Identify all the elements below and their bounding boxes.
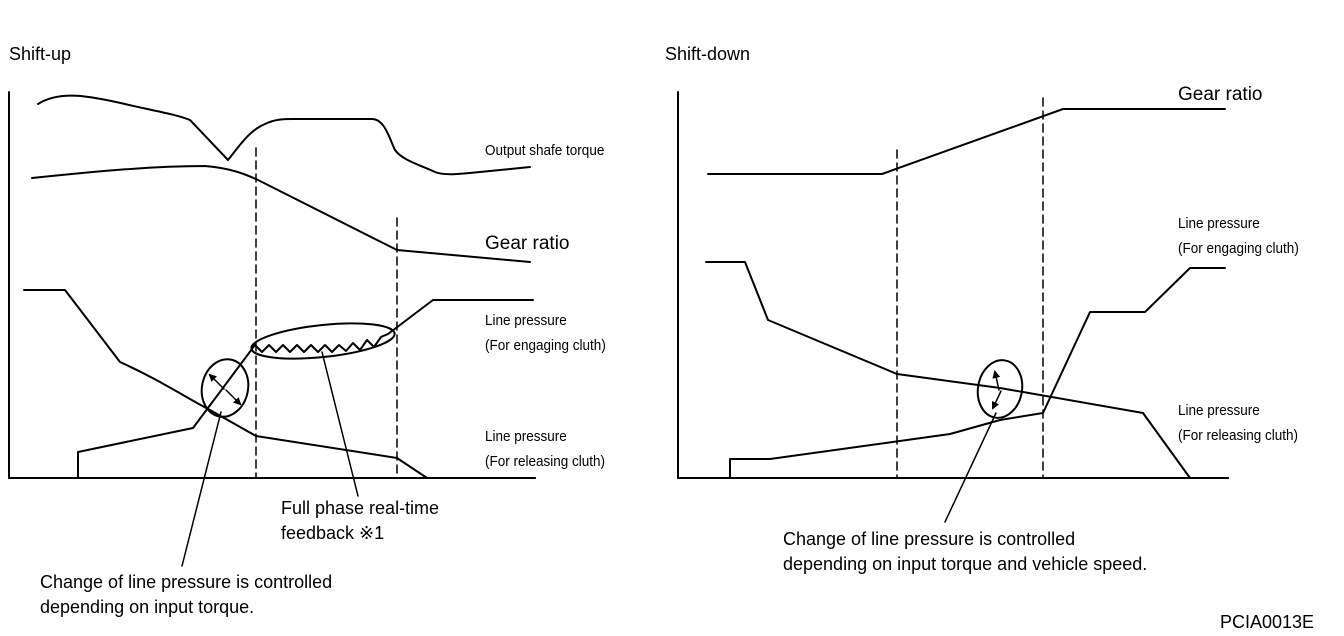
shift-down-note-1: Change of line pressure is controlled: [783, 529, 1076, 549]
shift-up-gear-ratio-curve: [31, 165, 531, 263]
shift-down-gear-ratio-curve: [707, 108, 1226, 175]
shift-up-arrow-icon: [208, 373, 225, 390]
shift-down-control-circle: [976, 359, 1024, 419]
shift-up-arrow-icon-2: [225, 389, 242, 406]
shift-down-gear-ratio-label: Gear ratio: [1178, 84, 1263, 105]
output-torque-label: Output shafe torque: [485, 142, 605, 159]
shift-down-releasing-label-1: Line pressure: [1178, 402, 1260, 419]
shift-up-control-circle: [200, 358, 250, 418]
shift-down-arrow-icon: [992, 370, 1001, 391]
feedback-ellipse: [250, 322, 396, 360]
shift-up-gear-ratio-label: Gear ratio: [485, 233, 570, 254]
feedback-zigzag: [254, 327, 397, 353]
feedback-label-1: Full phase real-time: [281, 498, 440, 518]
shift-down-releasing-label-2: (For releasing cluth): [1178, 427, 1299, 444]
shift-up-title: Shift-up: [9, 44, 72, 64]
figure-code: PCIA0013E: [1220, 612, 1315, 632]
shift-up-panel: [8, 91, 536, 567]
shift-down-note-leader-line: [944, 412, 997, 523]
shift-up-note-1: Change of line pressure is controlled: [40, 572, 333, 592]
shift-up-note-leader-line: [181, 411, 222, 567]
shift-up-engaging-label-1: Line pressure: [485, 312, 567, 329]
shift-down-engaging-label-1: Line pressure: [1178, 215, 1260, 232]
shift-down-arrow-icon-2: [991, 390, 1002, 410]
shift-up-note-2: depending on input torque.: [40, 597, 255, 617]
output-shaft-torque-curve: [37, 94, 531, 176]
shift-down-panel: [677, 91, 1229, 523]
shift-down-title: Shift-down: [665, 44, 751, 64]
feedback-label-2: feedback ※1: [281, 523, 385, 543]
shift-up-releasing-label-2: (For releasing cluth): [485, 453, 606, 470]
shift-down-note-2: depending on input torque and vehicle sp…: [783, 554, 1148, 574]
shift-up-releasing-pressure-curve: [23, 289, 536, 479]
shift-up-engaging-pressure-rise: [395, 299, 534, 329]
shift-down-releasing-pressure-curve: [705, 261, 1229, 479]
feedback-leader-line: [321, 351, 359, 497]
shift-up-engaging-label-2: (For engaging cluth): [485, 337, 606, 354]
shift-down-engaging-label-2: (For engaging cluth): [1178, 240, 1299, 257]
shift-up-engaging-pressure-curve: [77, 344, 256, 479]
shift-down-engaging-pressure-curve: [729, 267, 1226, 479]
shift-up-releasing-label-1: Line pressure: [485, 428, 567, 445]
